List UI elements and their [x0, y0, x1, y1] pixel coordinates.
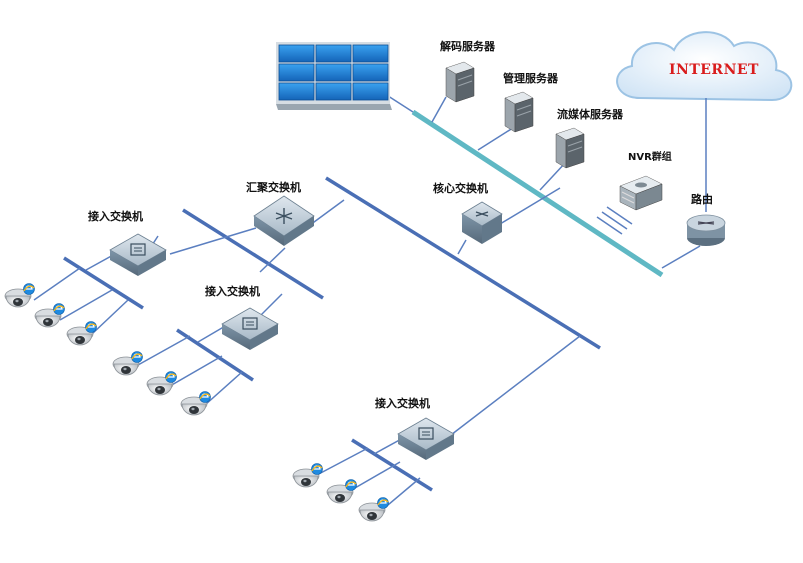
streaming-server-label: 流媒体服务器	[557, 108, 623, 121]
decoder-server	[445, 61, 475, 103]
aggregation-switch-label: 汇聚交换机	[246, 181, 301, 194]
access-switch-2-label: 接入交换机	[205, 285, 260, 298]
internet-label: INTERNET	[669, 62, 759, 78]
access-switch-2	[221, 307, 279, 350]
dome-camera	[326, 479, 357, 504]
streaming-server	[555, 127, 585, 169]
access-bus-line-2	[176, 328, 254, 382]
dome-camera	[34, 303, 65, 328]
aggregation-switch	[253, 195, 315, 246]
core-switch	[461, 201, 503, 244]
access-switch-1-label: 接入交换机	[88, 210, 143, 223]
core-bus-line	[411, 109, 664, 278]
nvr-cluster-label: NVR群组	[628, 152, 672, 163]
cameras	[4, 283, 389, 522]
dome-camera	[66, 321, 97, 346]
nvr-cluster	[619, 175, 663, 211]
access-switch-1	[109, 233, 167, 276]
dome-camera	[180, 391, 211, 416]
access-switch-3-label: 接入交换机	[375, 397, 430, 410]
backbone-line	[325, 176, 601, 350]
access-bus-line-1	[63, 256, 144, 310]
dome-camera	[4, 283, 35, 308]
core-switch-label: 核心交换机	[433, 182, 488, 195]
dome-camera	[358, 497, 389, 522]
router-label: 路由	[691, 193, 713, 206]
aggregation-bus-line	[182, 208, 324, 300]
decoder-server-label: 解码服务器	[440, 40, 495, 53]
dome-camera	[292, 463, 323, 488]
dome-camera	[146, 371, 177, 396]
video-wall	[276, 42, 392, 110]
management-server-label: 管理服务器	[503, 72, 558, 85]
router-device	[686, 214, 726, 246]
dome-camera	[112, 351, 143, 376]
access-switch-3	[397, 417, 455, 460]
access-bus-line-3	[351, 438, 433, 492]
internet-cloud	[616, 31, 793, 102]
management-server	[504, 91, 534, 133]
